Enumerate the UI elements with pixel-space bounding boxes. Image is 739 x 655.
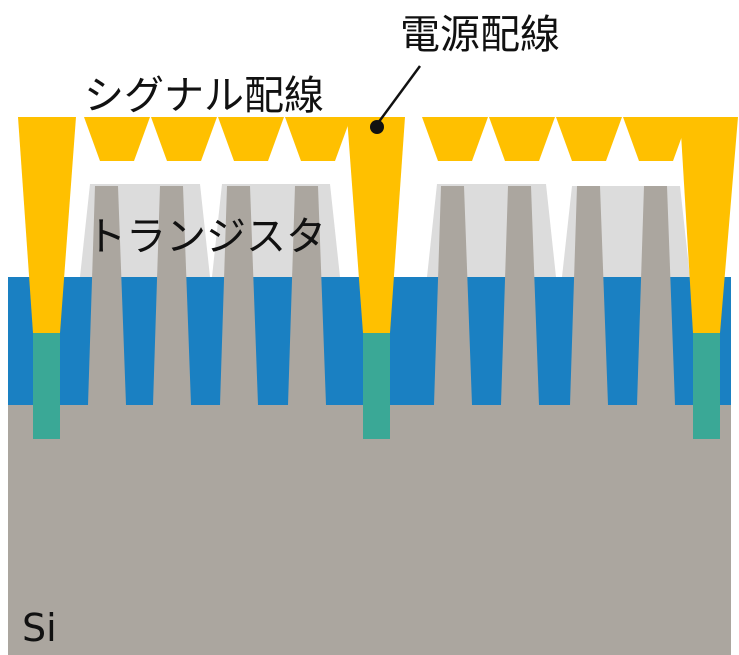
power-wires — [18, 117, 738, 333]
fin — [288, 186, 326, 405]
power-vias — [33, 333, 720, 439]
fin — [501, 186, 539, 405]
signal-wire — [422, 117, 488, 161]
signal-wire — [623, 117, 689, 161]
fins — [88, 186, 675, 405]
power-via — [363, 333, 390, 439]
power-wire — [347, 117, 405, 333]
fin — [570, 186, 608, 405]
power-wiring-leader-line — [376, 65, 422, 124]
power-via — [33, 333, 60, 439]
fin — [434, 186, 472, 405]
power-wiring-label: 電源配線 — [400, 12, 560, 58]
power-wiring-leader-dot — [370, 120, 384, 134]
signal-wire — [84, 117, 150, 161]
si-substrate — [8, 405, 731, 655]
fin — [88, 186, 126, 405]
fin — [153, 186, 191, 405]
signal-wire — [556, 117, 622, 161]
signal-wire — [151, 117, 217, 161]
power-via — [693, 333, 720, 439]
power-wire — [680, 117, 738, 333]
power-wire — [18, 117, 76, 333]
fin — [637, 186, 675, 405]
fin — [220, 186, 258, 405]
signal-wire — [489, 117, 555, 161]
transistor-label: トランジスタ — [86, 214, 326, 260]
signal-wires — [84, 117, 689, 161]
signal-wiring-label: シグナル配線 — [84, 73, 324, 119]
signal-wire — [285, 117, 351, 161]
substrate-label: Si — [22, 606, 57, 650]
signal-wire — [218, 117, 284, 161]
